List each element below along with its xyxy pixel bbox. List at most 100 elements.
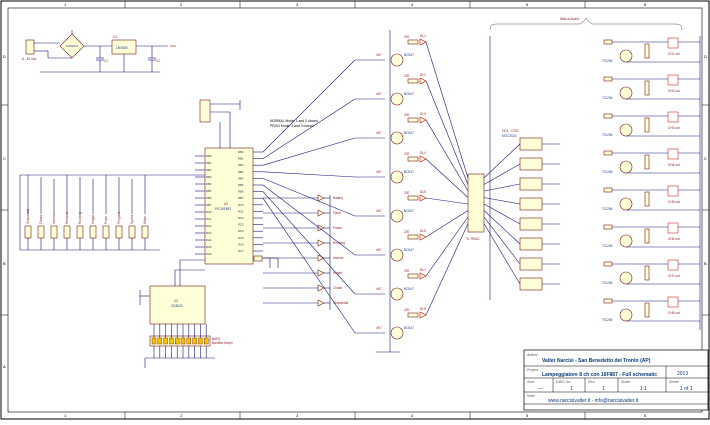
sheet-value: 1 of 1 bbox=[680, 386, 693, 392]
opto-section: To TRIAC OC1...OC8 MOC3020 Wall-at-board bbox=[466, 17, 683, 241]
mcu-pin-right: RC4 bbox=[238, 229, 244, 233]
gate-resistor bbox=[603, 39, 613, 45]
output-label: CH5 out bbox=[668, 200, 680, 204]
scale-label: Scale: bbox=[621, 380, 631, 384]
opto-coupler bbox=[519, 197, 543, 211]
col-4: 4 bbox=[411, 2, 414, 7]
led-resistor-label: 220 bbox=[404, 191, 410, 195]
mcu-pin-left: RB0 bbox=[206, 154, 212, 158]
channel-led bbox=[419, 38, 427, 46]
triac-part-label: TIC206 bbox=[602, 281, 613, 285]
switch-label-chase: Chase bbox=[39, 215, 43, 224]
transistor-part-label: BC547 bbox=[404, 170, 414, 174]
mcu-pin-right: RB7 bbox=[238, 196, 244, 200]
output-terminal bbox=[667, 111, 679, 123]
gate-resistor bbox=[603, 76, 613, 82]
power-supply: 8 - 16 Vac LM7805 U1 VCC C1 C2 bbox=[22, 30, 177, 73]
gate-resistor bbox=[603, 298, 613, 304]
switch-label-running: Running bbox=[78, 212, 82, 224]
mcu-pin-left: RA3 bbox=[206, 231, 212, 235]
triac-connector bbox=[467, 173, 485, 233]
triac-part-label: TIC206 bbox=[602, 170, 613, 174]
driver-transistor bbox=[390, 170, 404, 184]
mcu-pin-left: RA4 bbox=[206, 238, 212, 242]
opto-coupler bbox=[519, 177, 543, 191]
driver-transistor bbox=[390, 92, 404, 106]
indicator-led bbox=[317, 209, 325, 217]
row-b: B bbox=[3, 261, 6, 266]
triac bbox=[619, 234, 633, 248]
switch-inverse bbox=[50, 225, 58, 239]
led-resistor bbox=[407, 234, 419, 240]
gate-resistor bbox=[603, 113, 613, 119]
switch-label-pulse: Pulse bbox=[104, 216, 108, 224]
mcu-body bbox=[204, 147, 254, 265]
channel-led-label: DL7 bbox=[420, 268, 426, 272]
mcu-ref: U2 bbox=[224, 202, 228, 206]
led-label-flash: Flash bbox=[333, 211, 341, 215]
mcu-pin-right: RB6 bbox=[238, 190, 244, 194]
bargraph-segment bbox=[163, 337, 168, 345]
switch-random bbox=[63, 225, 71, 239]
mcu-pin-right: RC7 bbox=[238, 249, 244, 253]
led-resistor bbox=[407, 195, 419, 201]
led-resistor-label: 220 bbox=[404, 230, 410, 234]
channel-led bbox=[419, 311, 427, 319]
transistor-part-label: BC547 bbox=[404, 248, 414, 252]
mcu-pin-left: RB5 bbox=[206, 189, 212, 193]
channel-led bbox=[419, 77, 427, 85]
triac bbox=[619, 271, 633, 285]
triac-part-label: TIC206 bbox=[602, 96, 613, 100]
opto-coupler bbox=[519, 137, 543, 151]
triac bbox=[619, 197, 633, 211]
mcu-pin-left: RB2 bbox=[206, 168, 212, 172]
triac-part-label: TIC206 bbox=[602, 59, 613, 63]
driver-transistor bbox=[390, 209, 404, 223]
led-resistor bbox=[407, 156, 419, 162]
bargraph-cells bbox=[151, 324, 209, 358]
mcu-left-pins: RB0RB1RB2RB3RB4RB5RB6RB7RA0RA1RA2RA3RA4R… bbox=[195, 154, 212, 256]
transistor-part-label: BC547 bbox=[404, 131, 414, 135]
output-label: CH1 out bbox=[668, 52, 680, 56]
svg-text:5: 5 bbox=[526, 413, 529, 418]
size-value: — bbox=[538, 386, 543, 392]
col-5: 5 bbox=[526, 2, 529, 7]
gate-resistor bbox=[603, 187, 613, 193]
wall-board-brace bbox=[489, 17, 683, 31]
bargraph-segment bbox=[157, 337, 163, 345]
led-label-power: Power bbox=[333, 226, 343, 230]
bargraph-label: Bar/Bar Graph bbox=[212, 341, 233, 345]
bargraph-segment bbox=[151, 337, 157, 345]
triac bbox=[619, 123, 633, 137]
switch-speed bbox=[128, 225, 136, 239]
mcu-pin-left: RA6 bbox=[206, 252, 212, 256]
opto-coupler bbox=[519, 277, 543, 291]
switch-label-knight: Knight bbox=[91, 215, 95, 224]
counter-part: CD4020 bbox=[171, 304, 183, 308]
transistor-part-label: BC547 bbox=[404, 92, 414, 96]
base-resistor-label: 4K7 bbox=[376, 170, 382, 174]
mcu-pin-right: RC0 bbox=[238, 203, 244, 207]
transistor-part-label: BC547 bbox=[404, 53, 414, 57]
switch-label-inverse: Inverse bbox=[52, 213, 56, 224]
mcu-pin-right: RC1 bbox=[238, 209, 244, 213]
led-resistor bbox=[407, 78, 419, 84]
led-label-chase: Chase bbox=[333, 286, 342, 290]
column-markers: 1 2 3 4 5 6 1 2 3 4 5 6 bbox=[64, 1, 647, 419]
output-label: CH2 out bbox=[668, 89, 680, 93]
output-terminal bbox=[667, 296, 679, 308]
power-connector bbox=[25, 39, 35, 55]
counter-ic bbox=[149, 285, 206, 325]
snubber bbox=[644, 302, 650, 318]
microcontroller: U2 PIC16F887 NORMAL Mode: 1 and 2 closed… bbox=[199, 99, 318, 268]
regulator-part: LM7805 bbox=[116, 46, 128, 50]
svg-text:C: C bbox=[704, 156, 707, 161]
switch-chase bbox=[37, 225, 45, 239]
base-resistor-label: 4K7 bbox=[376, 53, 382, 57]
counter-section: U3 CD4020 BAR1 Bar/Bar Graph bbox=[139, 259, 233, 368]
output-terminal bbox=[667, 74, 679, 86]
channel-led bbox=[419, 116, 427, 124]
snubber bbox=[644, 43, 650, 59]
